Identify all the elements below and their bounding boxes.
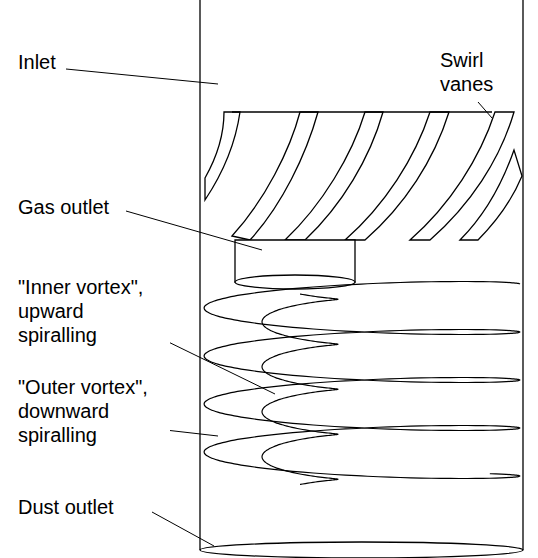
outer-vortex-label: "Outer vortex", downward spiralling [16,375,170,447]
tube-body [200,0,523,558]
dust-outlet-label: Dust outlet [16,495,116,519]
swirl-vanes-label: Swirl vanes [438,48,522,96]
inner-vortex [262,294,338,485]
swirl-vane-assembly [205,112,522,240]
outer-vortex [204,281,520,478]
inner-vortex-label: "Inner vortex", upward spiralling [16,275,170,347]
dust-outlet-opening [200,542,523,558]
gas-outlet-label: Gas outlet [16,195,111,219]
inlet-label: Inlet [16,50,58,74]
